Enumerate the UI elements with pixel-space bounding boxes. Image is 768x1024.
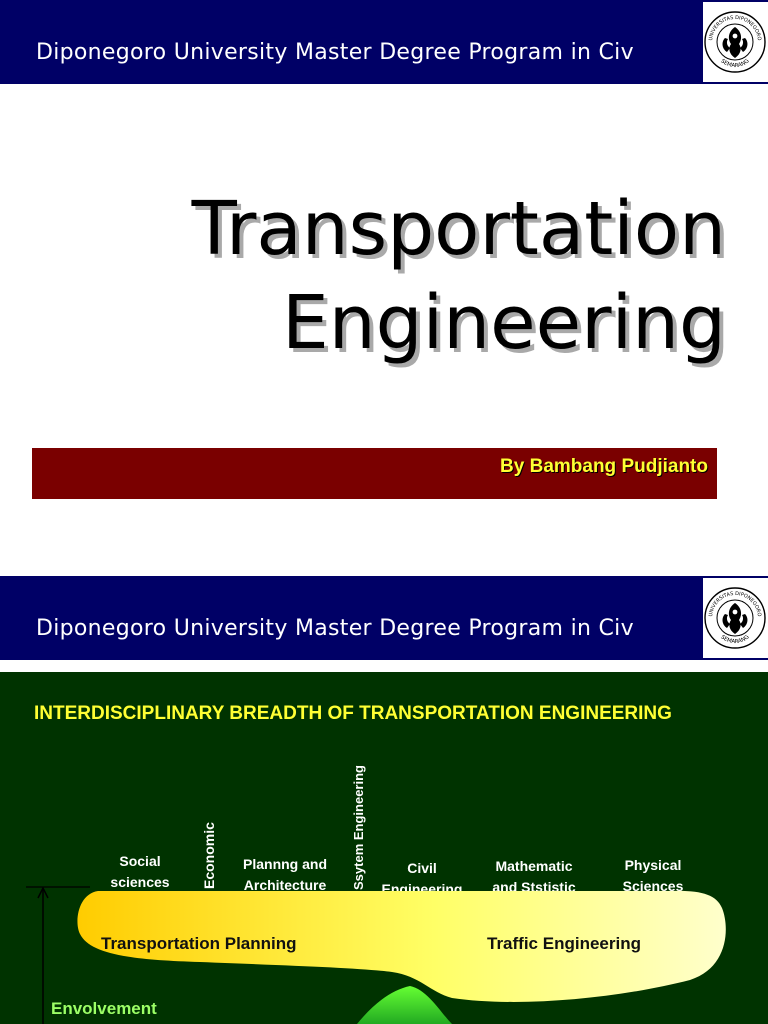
author-bar: By Bambang Pudjianto <box>32 448 717 499</box>
program-title: Diponegoro University Master Degree Prog… <box>36 616 634 641</box>
label-planning-architecture: Plannng and Architecture <box>238 854 332 896</box>
university-logo: UNIVERSITAS DIPONEGORO SEMARANG <box>703 2 768 82</box>
label-line: sciences <box>110 874 170 890</box>
label-line: Civil <box>407 860 437 876</box>
diagram-slide: Diponegoro University Master Degree Prog… <box>0 576 768 1024</box>
axis-label-involvement: Envolvement <box>51 999 157 1018</box>
label-social-sciences: Social sciences <box>108 851 172 893</box>
label-line: Sciences <box>622 878 684 894</box>
axis-arrow-head <box>37 886 49 899</box>
university-seal-icon: UNIVERSITAS DIPONEGORO SEMARANG <box>704 11 766 73</box>
label-line: Physical <box>624 857 682 873</box>
title-line-2: Engineering <box>282 280 726 366</box>
university-seal-icon: UNIVERSITAS DIPONEGORO SEMARANG <box>704 587 766 649</box>
university-logo: UNIVERSITAS DIPONEGORO SEMARANG <box>703 578 768 658</box>
program-title: Diponegoro University Master Degree Prog… <box>36 40 634 65</box>
seal-text-bottom: SEMARANG <box>719 634 750 645</box>
overlap-region <box>357 986 452 1024</box>
involvement-diagram <box>26 886 726 1024</box>
label-line: Social <box>119 853 161 869</box>
seal-text-bottom: SEMARANG <box>719 58 750 69</box>
title-slide: Diponegoro University Master Degree Prog… <box>0 0 768 499</box>
label-line: Architecture <box>243 877 327 893</box>
diagram-title: INTERDISCIPLINARY BREADTH OF TRANSPORTAT… <box>34 703 672 724</box>
slide-title: Transportation Engineering <box>192 182 726 370</box>
label-traffic-engineering: Traffic Engineering <box>487 934 641 953</box>
header-banner: Diponegoro University Master Degree Prog… <box>0 576 768 660</box>
author-name: By Bambang Pudjianto <box>500 456 708 477</box>
label-line: Plannng and <box>243 856 327 872</box>
label-transportation-planning: Transportation Planning <box>101 934 297 953</box>
svg-text:SEMARANG: SEMARANG <box>719 634 750 645</box>
title-line-1: Transportation <box>191 186 726 272</box>
svg-text:SEMARANG: SEMARANG <box>719 58 750 69</box>
planning-traffic-region <box>77 890 726 1002</box>
label-physical-sciences: Physical Sciences <box>614 855 692 897</box>
diagram-panel: INTERDISCIPLINARY BREADTH OF TRANSPORTAT… <box>0 672 768 1024</box>
label-line: Mathematic <box>495 858 573 874</box>
header-banner: Diponegoro University Master Degree Prog… <box>0 0 768 84</box>
